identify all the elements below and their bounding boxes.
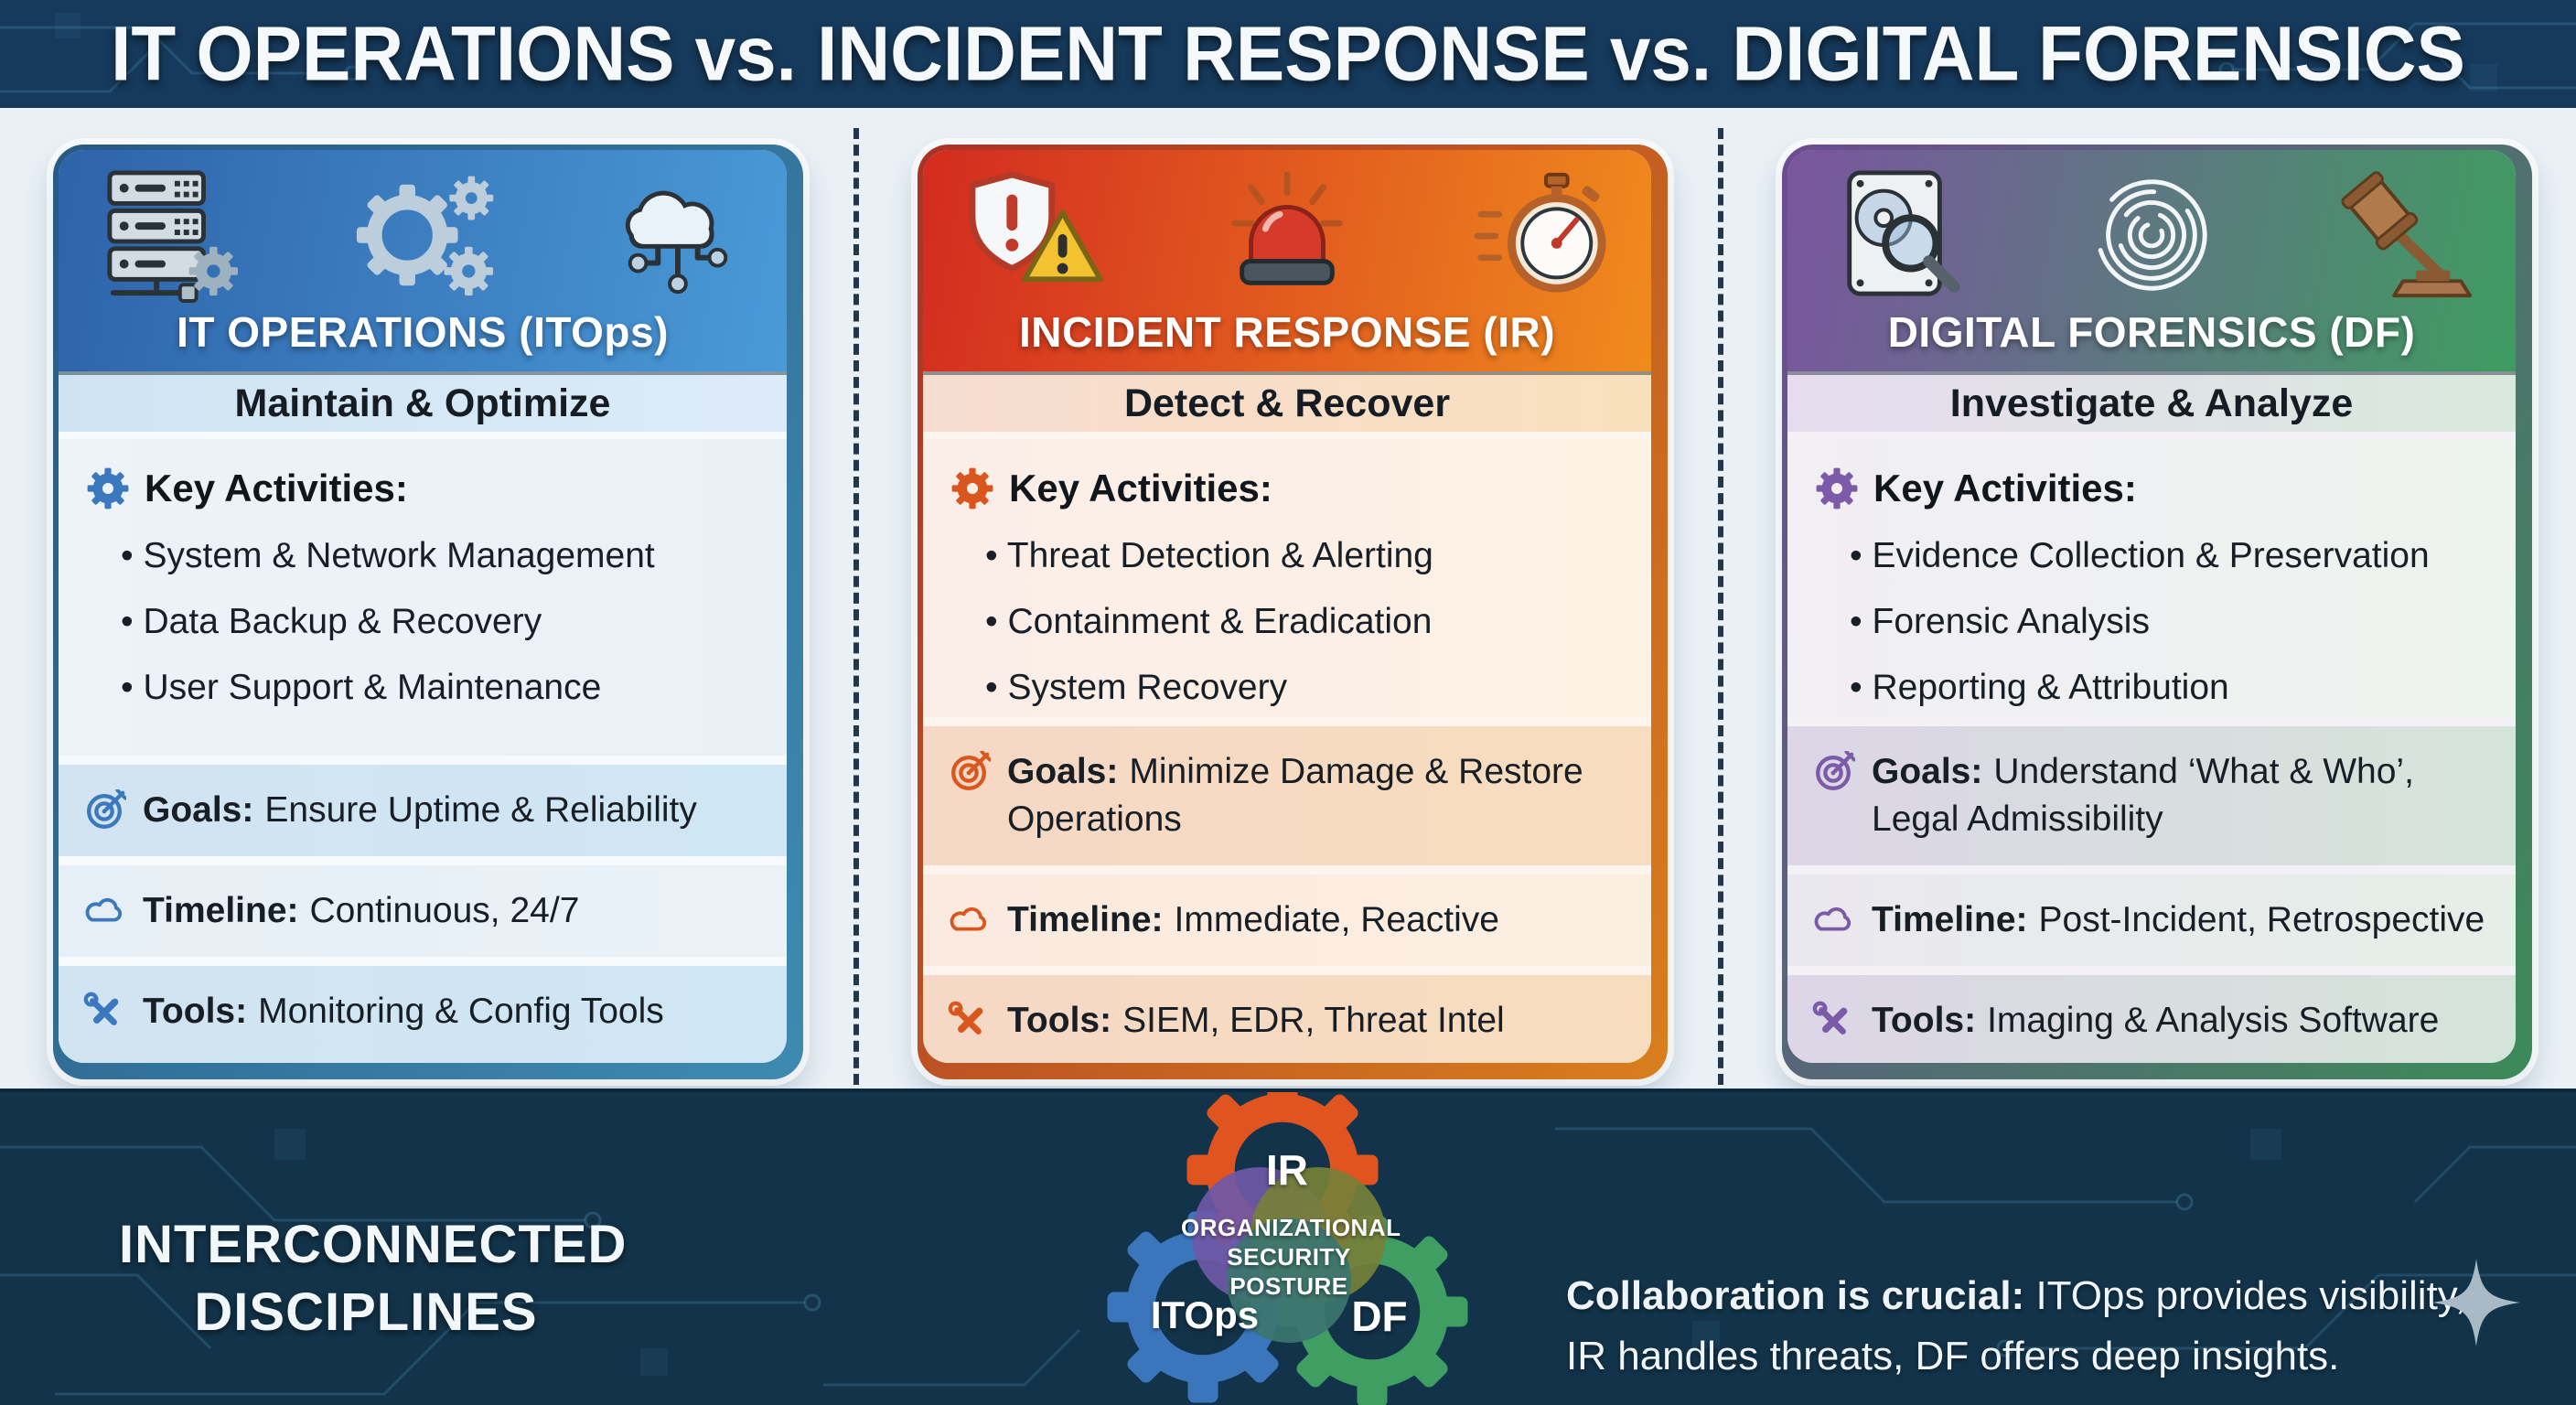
goals-value: Minimize Damage & Restore Operations: [1007, 752, 1583, 839]
gear-icon: [86, 467, 130, 510]
timeline-label: Timeline:: [143, 891, 299, 930]
circuit-pattern-banner: [0, 13, 2576, 93]
key-activities-label: Key Activities:: [145, 467, 408, 509]
df-gear-label: DF: [1351, 1292, 1408, 1340]
activity-item: Data Backup & Recovery: [86, 602, 757, 642]
activity-item: Containment & Eradication: [950, 602, 1622, 642]
card-subtitle: Maintain & Optimize: [59, 371, 787, 432]
collaboration-note-text: ITOps provides visibility, IR handles th…: [1566, 1273, 2466, 1378]
goals-row: Goals:Minimize Damage & Restore Operatio…: [923, 726, 1651, 865]
activity-item: System Recovery: [950, 668, 1622, 708]
card-itops-icons: [59, 150, 787, 307]
target-icon: [82, 789, 126, 833]
collaboration-note: Collaboration is crucial: ITOps provides…: [1566, 1266, 2508, 1387]
card-title: INCIDENT RESPONSE (IR): [1018, 308, 1556, 356]
tools-value: SIEM, EDR, Threat Intel: [1122, 1001, 1505, 1040]
goals-value: Understand ‘What & Who’, Legal Admissibi…: [1872, 752, 2414, 839]
gavel-icon: [2333, 167, 2477, 303]
goals-label: Goals:: [1872, 752, 1983, 791]
activity-item: Reporting & Attribution: [1815, 668, 2486, 708]
card-ir: INCIDENT RESPONSE (IR) Detect & Recover …: [918, 145, 1668, 1079]
goals-label: Goals:: [143, 790, 254, 830]
activity-item: User Support & Maintenance: [86, 668, 757, 708]
ir-gear-label: IR: [1266, 1146, 1308, 1194]
goals-row: Goals:Understand ‘What & Who’, Legal Adm…: [1787, 726, 2516, 865]
title-line: DISCIPLINES: [194, 1282, 538, 1342]
cloud-icon: [1811, 899, 1855, 943]
tools-icon: [82, 991, 126, 1035]
timeline-row: Timeline: Post-Incident, Retrospective: [1787, 874, 2516, 966]
timeline-label: Timeline:: [1007, 900, 1164, 939]
tools-row: Tools: Monitoring & Config Tools: [59, 966, 787, 1063]
card-df-header: DIGITAL FORENSICS (DF): [1787, 150, 2516, 371]
tools-label: Tools:: [143, 992, 248, 1031]
timeline-row: Timeline: Continuous, 24/7: [59, 865, 787, 957]
card-title: DIGITAL FORENSICS (DF): [1887, 308, 2416, 356]
key-activities-section: Key Activities: System & Network Managem…: [59, 439, 787, 756]
gears-venn-diagram: IR ITOps DF ORGANIZATIONAL SECURITY POST…: [1093, 1089, 1477, 1405]
cloud-icon: [82, 890, 126, 934]
tools-row: Tools: SIEM, EDR, Threat Intel: [923, 975, 1651, 1063]
card-ir-header: INCIDENT RESPONSE (IR): [923, 150, 1651, 371]
activity-item: Forensic Analysis: [1815, 602, 2486, 642]
interconnection-section: INTERCONNECTED DISCIPLINES IR ITOps DF O…: [0, 1089, 2576, 1405]
dashed-divider: [1718, 128, 1723, 1085]
shield-alert-icon: [961, 167, 1106, 303]
activity-item: Threat Detection & Alerting: [950, 536, 1622, 576]
stopwatch-icon: [1468, 167, 1613, 303]
card-df: DIGITAL FORENSICS (DF) Investigate & Ana…: [1782, 145, 2532, 1079]
tools-value: Imaging & Analysis Software: [1987, 1001, 2440, 1040]
activity-item: Evidence Collection & Preservation: [1815, 536, 2486, 576]
key-activities-section: Key Activities: Threat Detection & Alert…: [923, 439, 1651, 717]
server-stack-icon: [97, 167, 242, 303]
target-icon: [1811, 751, 1855, 795]
gear-icon: [950, 467, 994, 510]
siren-icon: [1215, 167, 1359, 303]
timeline-row: Timeline: Immediate, Reactive: [923, 874, 1651, 966]
card-ir-icons: [923, 150, 1651, 307]
card-itops-header: IT OPERATIONS (ITOps): [59, 150, 787, 371]
venn-overlap-teal: [1227, 1218, 1351, 1343]
interconnected-disciplines-title: INTERCONNECTED DISCIPLINES: [119, 1211, 628, 1346]
dashed-divider: [853, 128, 859, 1085]
card-subtitle: Investigate & Analyze: [1787, 371, 2516, 432]
sparkle-icon: [2429, 1255, 2524, 1350]
tools-label: Tools:: [1872, 1001, 1977, 1040]
goals-label: Goals:: [1007, 752, 1119, 791]
gears-icon: [350, 167, 495, 303]
title-banner: IT OPERATIONS vs. INCIDENT RESPONSE vs. …: [0, 0, 2576, 108]
activity-item: System & Network Management: [86, 536, 757, 576]
itops-gear-label: ITOps: [1150, 1293, 1260, 1336]
card-title: IT OPERATIONS (ITOps): [177, 308, 669, 356]
tools-row: Tools: Imaging & Analysis Software: [1787, 975, 2516, 1063]
goals-row: Goals:Ensure Uptime & Reliability: [59, 765, 787, 856]
title-line: INTERCONNECTED: [119, 1215, 628, 1274]
security-posture-label: ORGANIZATIONAL SECURITY POSTURE: [1181, 1214, 1401, 1300]
gear-icon: [1815, 467, 1859, 510]
tools-icon: [947, 1000, 991, 1044]
timeline-label: Timeline:: [1872, 900, 2028, 939]
card-df-icons: [1787, 150, 2516, 307]
target-icon: [947, 751, 991, 795]
fingerprint-icon: [2079, 167, 2224, 303]
timeline-value: Post-Incident, Retrospective: [2038, 900, 2485, 939]
tools-icon: [1811, 1000, 1855, 1044]
key-activities-label: Key Activities:: [1873, 467, 2137, 509]
drive-magnifier-icon: [1826, 167, 1970, 303]
timeline-value: Immediate, Reactive: [1174, 900, 1499, 939]
goals-value: Ensure Uptime & Reliability: [264, 790, 697, 830]
cloud-icon: [947, 899, 991, 943]
page-title: IT OPERATIONS vs. INCIDENT RESPONSE vs. …: [111, 10, 2465, 97]
tools-value: Monitoring & Config Tools: [258, 992, 664, 1031]
key-activities-label: Key Activities:: [1009, 467, 1272, 509]
key-activities-section: Key Activities: Evidence Collection & Pr…: [1787, 439, 2516, 717]
comparison-section: IT OPERATIONS (ITOps) Maintain & Optimiz…: [0, 108, 2576, 1089]
timeline-value: Continuous, 24/7: [309, 891, 580, 930]
collaboration-note-bold: Collaboration is crucial:: [1566, 1273, 2025, 1318]
card-itops: IT OPERATIONS (ITOps) Maintain & Optimiz…: [53, 145, 803, 1079]
card-subtitle: Detect & Recover: [923, 371, 1651, 432]
cloud-network-icon: [604, 167, 748, 303]
tools-label: Tools:: [1007, 1001, 1112, 1040]
